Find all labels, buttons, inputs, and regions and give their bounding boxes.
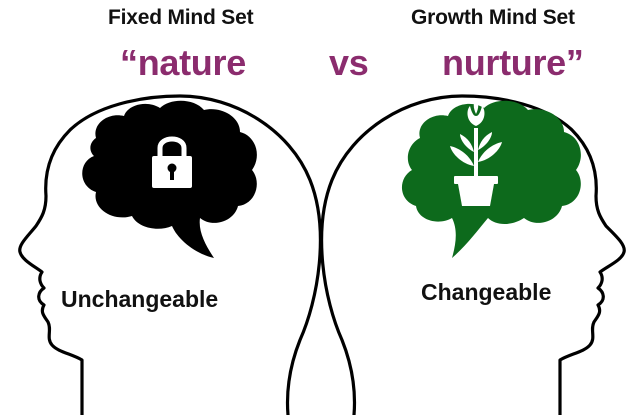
nature-word: “nature	[120, 42, 246, 83]
nurture-word: nurture”	[442, 42, 584, 83]
changeable-label: Changeable	[420, 279, 553, 306]
left-head-outline	[18, 94, 322, 415]
growth-mindset-heading: Growth Mind Set	[411, 6, 575, 29]
potted-flower-icon	[450, 98, 502, 206]
unchangeable-label: Unchangeable	[60, 286, 220, 313]
padlock-icon	[152, 136, 192, 188]
fixed-mindset-heading: Fixed Mind Set	[108, 6, 254, 29]
right-head-outline	[320, 94, 626, 415]
versus-word: vs	[329, 42, 369, 83]
